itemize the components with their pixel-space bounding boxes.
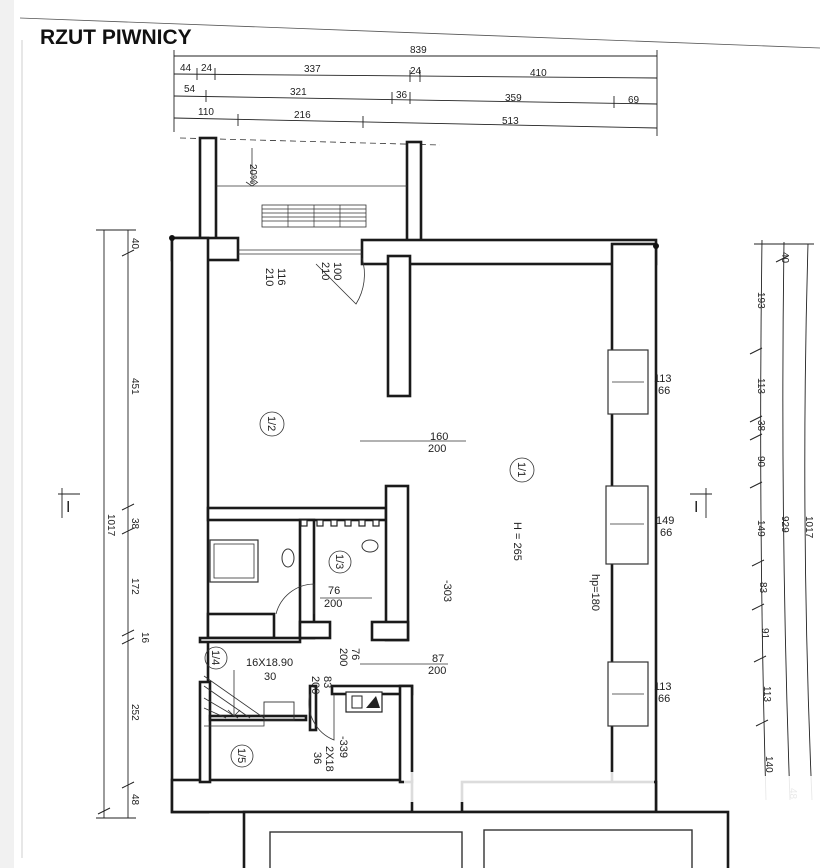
- dim-left-total: 1017: [105, 514, 116, 537]
- dim-top-r3-5: 69: [628, 95, 640, 106]
- window-2-width: 149: [656, 515, 674, 527]
- room-1-4: 1/4: [209, 650, 221, 665]
- room-dimension-lines: [320, 440, 466, 665]
- door-stair-height: 200: [309, 676, 321, 694]
- ventilation-squares: [300, 519, 380, 527]
- photo-glare-right: [752, 776, 822, 810]
- opening-center-height: 200: [428, 443, 446, 455]
- dim-top-r3-2: 321: [290, 87, 307, 98]
- dim-top-r4-3: 513: [502, 116, 519, 127]
- door-stair-width: 83: [321, 676, 333, 688]
- stairs-label-2: 30: [264, 671, 276, 683]
- room-height-label: H = 265: [511, 522, 523, 561]
- inner-walls: [198, 254, 414, 784]
- level-low-label: -339: [337, 736, 349, 758]
- room-1-3: 1/3: [333, 554, 345, 569]
- dim-right-7: 83: [757, 582, 768, 594]
- fixtures: [209, 539, 379, 583]
- door-entry-b-height: 210: [319, 262, 331, 280]
- dim-total-width: 839: [410, 45, 427, 56]
- dim-left-1: 40: [129, 238, 140, 250]
- section-mark-right: I: [690, 488, 712, 518]
- door-swings: [238, 249, 365, 741]
- door-bath-height: 200: [324, 598, 342, 610]
- door-bath-width: 76: [328, 585, 340, 597]
- top-dimensions: 839 44 24 337 24 410 54 321 36 359 69 11…: [173, 45, 658, 136]
- dim-right-3: 113: [755, 378, 766, 394]
- shower-tray: [209, 539, 259, 583]
- room-1-5: 1/5: [235, 748, 247, 763]
- door-hall-v-height: 200: [337, 648, 349, 666]
- dim-right-8: 91: [759, 628, 770, 640]
- stairs-small-label-2: 36: [311, 752, 323, 764]
- dim-left-2: 451: [129, 378, 140, 395]
- dim-left-3: 38: [129, 518, 140, 530]
- dim-right-9: 113: [761, 686, 772, 702]
- sill-height-label: hp=180: [589, 574, 601, 611]
- misc-labels: H = 265 hp=180 -303 -339 16X18.90 30 2X1…: [246, 522, 601, 772]
- left-dimensions: 40 451 1017 38 172 16 252 48: [96, 229, 150, 819]
- ramp-slope: 20%: [247, 164, 258, 184]
- dim-top-r2-2: 24: [201, 63, 213, 74]
- dim-top-r2-4: 24: [410, 66, 422, 77]
- dim-right-2: 193: [755, 292, 766, 309]
- dim-top-r3-3: 36: [396, 90, 408, 101]
- sink: [361, 539, 379, 553]
- door-entry-b-width: 100: [331, 262, 343, 280]
- dim-top-r4-1: 110: [198, 107, 214, 118]
- room-labels: 1/2 1/1 1/3 1/4 1/5: [204, 411, 535, 768]
- room-1-1: 1/1: [515, 462, 527, 477]
- door-hall-h-width: 87: [432, 653, 444, 665]
- stairs: [203, 670, 383, 727]
- section-label-right: I: [694, 499, 698, 516]
- entrance-ramp: 20%: [198, 136, 423, 244]
- dim-right-1: 40: [779, 252, 790, 264]
- door-entry-a-width: 116: [275, 268, 287, 286]
- section-label-left: I: [66, 499, 70, 516]
- dim-top-r3-1: 54: [184, 84, 196, 95]
- window-1-height: 66: [658, 385, 670, 397]
- dim-top-r2-5: 410: [530, 68, 547, 79]
- dim-top-r4-2: 216: [294, 110, 311, 121]
- dim-right-total: 1017: [803, 516, 814, 539]
- dim-right-10: 140: [763, 756, 774, 773]
- window-1-width: 113: [654, 373, 672, 385]
- dim-left-5: 16: [139, 632, 150, 644]
- next-plan-outline: [242, 810, 730, 868]
- outer-walls: [169, 235, 659, 814]
- paper-border-top: [19, 17, 821, 49]
- dim-right-6: 149: [755, 520, 766, 537]
- photo-glare: [404, 772, 654, 802]
- opening-labels: 116 210 100 210 113 66 149 66 113 66 160…: [263, 262, 674, 705]
- opening-center-width: 160: [430, 431, 448, 443]
- stairs-small-label-1: 2X18: [323, 746, 335, 772]
- dim-right-sub: 929: [779, 516, 790, 533]
- window-3-width: 113: [654, 681, 672, 693]
- dim-top-r3-4: 359: [505, 93, 522, 104]
- door-hall-v-width: 76: [349, 648, 361, 660]
- page-title: RZUT PIWNICY: [40, 26, 192, 49]
- dim-left-4: 172: [129, 578, 140, 595]
- level-main-label: -303: [441, 580, 453, 602]
- dim-right-4: 38: [755, 420, 766, 432]
- window-2: [605, 485, 649, 565]
- window-3-height: 66: [658, 693, 670, 705]
- dim-top-r2-3: 337: [304, 64, 321, 75]
- windows: [605, 349, 649, 727]
- door-entry-a-height: 210: [263, 268, 275, 286]
- right-dimensions: 40 193 113 38 90 149 929 1017 83 91 113 …: [749, 239, 814, 801]
- window-2-height: 66: [660, 527, 672, 539]
- dim-right-5: 90: [755, 456, 766, 468]
- room-1-2: 1/2: [265, 416, 277, 431]
- dashed-boundary-line: [179, 137, 441, 146]
- dim-left-6: 252: [129, 704, 140, 721]
- stairs-label-1: 16X18.90: [246, 657, 293, 669]
- dim-top-r2-1: 44: [180, 63, 192, 74]
- paper-edge-left: [0, 0, 14, 868]
- toilet: [281, 548, 295, 568]
- door-hall-h-height: 200: [428, 665, 446, 677]
- section-mark-left: I: [58, 488, 80, 518]
- dim-left-7: 48: [129, 794, 140, 806]
